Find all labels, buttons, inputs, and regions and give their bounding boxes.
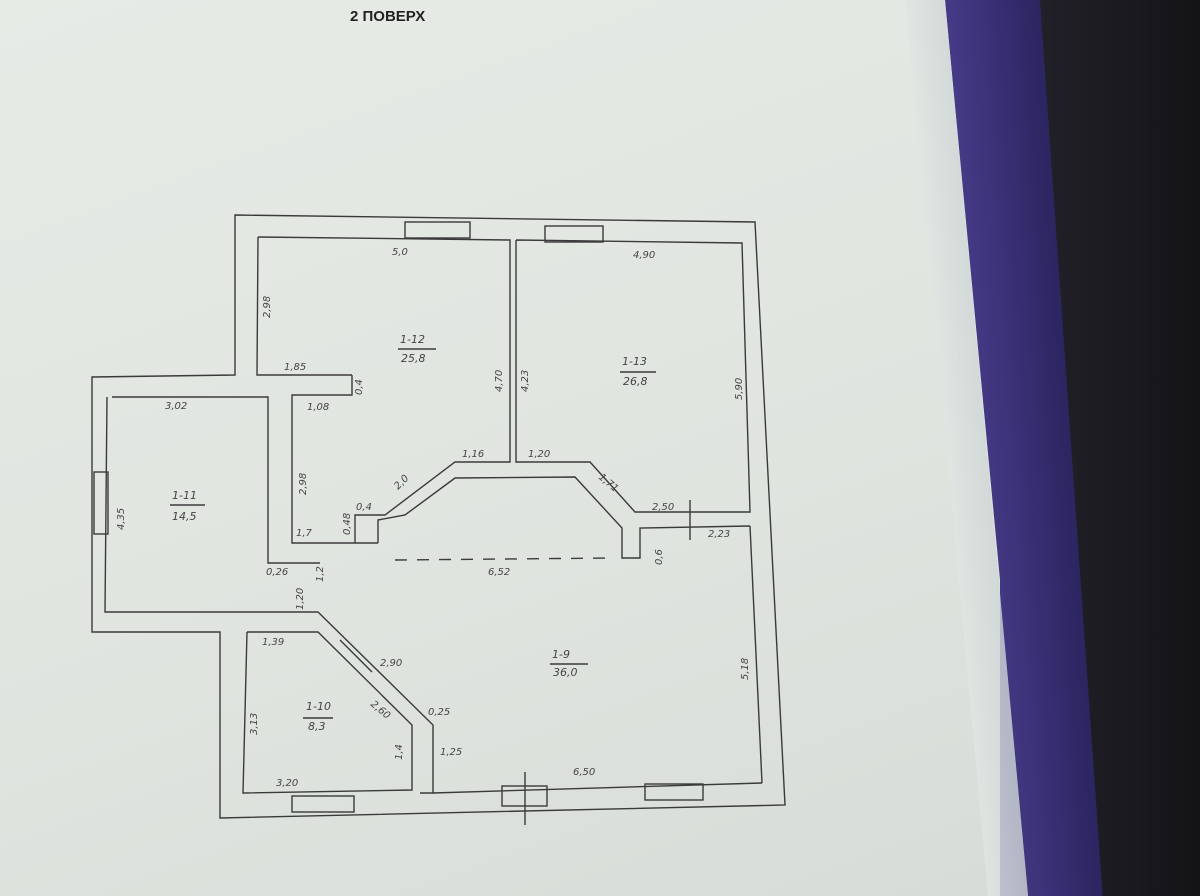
door-mark [339, 639, 373, 673]
room-1-12-wall [291, 375, 378, 544]
floor-title: 2 ПОВЕРХ [350, 8, 426, 25]
window [291, 795, 355, 813]
dimension: 3,13 [249, 713, 260, 735]
room-id: 1-11 [172, 489, 197, 502]
dimension: 4,23 [520, 370, 531, 392]
dimension: 4,35 [116, 508, 127, 530]
dimension: 2,50 [652, 502, 674, 513]
dimension: 0,26 [266, 567, 288, 578]
dimension: 3,20 [276, 778, 298, 789]
walls [91, 214, 786, 825]
room-area: 8,3 [308, 720, 326, 733]
dimension: 2,98 [298, 473, 309, 495]
window [404, 221, 471, 239]
dimension: 6,52 [488, 567, 510, 578]
window [644, 783, 704, 801]
dimension: 0,48 [342, 513, 353, 535]
dimension: 1,7 [296, 528, 313, 539]
room-area: 14,5 [172, 510, 197, 523]
dimension: 1,20 [295, 588, 306, 610]
dimension: 0,4 [354, 379, 365, 395]
outer-wall [91, 214, 786, 819]
window [544, 225, 604, 243]
dimension: 1,4 [394, 744, 405, 760]
dimension: 0,6 [654, 549, 665, 565]
room-id: 1-12 [400, 333, 425, 346]
room-id: 1-13 [622, 355, 647, 368]
open-boundary [394, 557, 616, 561]
room-area: 25,8 [401, 352, 426, 365]
dimension: 1,20 [528, 449, 550, 460]
dimension: 1,08 [307, 402, 329, 413]
room-1-11-outline [112, 396, 320, 564]
dimension: 4,90 [633, 250, 655, 261]
room-1-10-outline [242, 631, 413, 794]
room-1-12-outline [257, 236, 511, 543]
dimension: 1,25 [440, 747, 462, 758]
window [93, 471, 109, 535]
dimension: 2,90 [380, 658, 402, 669]
dimension: 3,02 [165, 401, 187, 412]
room-area: 36,0 [553, 666, 578, 679]
room-1-13-outline [515, 239, 751, 513]
room-labels: 1-12 25,8 1-13 26,8 1-11 14,5 1-9 36,0 1… [170, 333, 656, 733]
room-id: 1-10 [306, 700, 331, 713]
dimension: 2,23 [708, 529, 730, 540]
dimension: 0,25 [428, 707, 450, 718]
window [501, 785, 548, 807]
room-id: 1-9 [552, 648, 570, 661]
dimension: 2,0 [392, 473, 411, 492]
room-1-11-bottom [104, 396, 434, 794]
dimension: 5,18 [740, 658, 751, 680]
dimension: 1,2 [315, 566, 326, 582]
windows [93, 221, 704, 813]
dimension: 0,4 [356, 502, 372, 513]
hearth-wall [377, 476, 751, 559]
document-page [0, 0, 1000, 896]
dimension: 1,16 [462, 449, 484, 460]
dimension: 2,98 [262, 296, 273, 318]
dimension: 5,90 [734, 378, 745, 400]
room-1-9-right [749, 525, 763, 784]
dimension: 1,39 [262, 637, 284, 648]
dimension: 1,85 [284, 362, 306, 373]
dimension: 6,50 [573, 767, 595, 778]
dimension: 4,70 [494, 370, 505, 392]
room-1-9-bottom [432, 782, 763, 794]
room-1-12-left [256, 236, 352, 376]
room-area: 26,8 [623, 375, 648, 388]
dimension-labels: 5,0 4,90 2,98 1,85 0,4 1,08 4,70 4,23 5,… [116, 247, 751, 789]
dimension: 5,0 [392, 247, 408, 258]
